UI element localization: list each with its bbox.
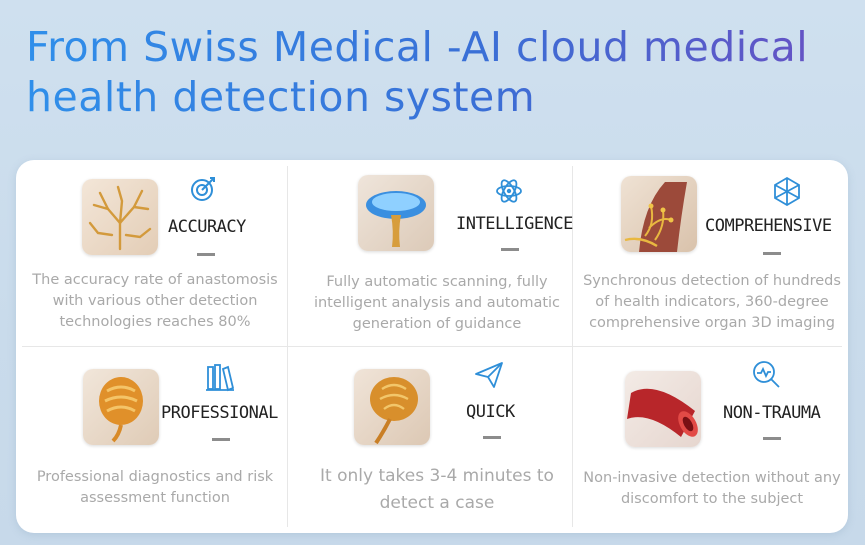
label-underline (501, 248, 519, 251)
target-icon (188, 174, 218, 204)
feature-quick: QUICK It only takes 3-4 minutes to detec… (298, 347, 575, 533)
feature-label: ACCURACY (168, 217, 246, 237)
feature-description: It only takes 3-4 minutes to detect a ca… (320, 466, 554, 513)
label-underline (212, 438, 230, 441)
feature-accuracy: ACCURACY The accuracy rate of anastomosi… (16, 160, 293, 346)
label-underline (763, 437, 781, 440)
blood-vessel-image (625, 371, 701, 447)
gland-image (354, 369, 430, 445)
books-icon (205, 362, 235, 392)
feature-description: The accuracy rate of anastomosis with va… (32, 272, 278, 330)
feature-description: Professional diagnostics and risk assess… (36, 469, 274, 506)
root-vessels-image (82, 179, 158, 255)
paper-plane-icon (474, 360, 504, 390)
feature-non-trauma: NON-TRAUMA Non-invasive detection withou… (573, 347, 848, 533)
feature-comprehensive: COMPREHENSIVE Synchronous detection of h… (573, 160, 848, 346)
page-title: From Swiss Medical -AI cloud medical hea… (26, 22, 856, 122)
label-underline (197, 253, 215, 256)
intestine-image (83, 369, 159, 445)
feature-professional: PROFESSIONAL Professional diagnostics an… (16, 347, 293, 533)
magnifier-wave-icon (751, 359, 781, 389)
row-divider (22, 346, 842, 347)
label-underline (763, 252, 781, 255)
feature-label: QUICK (466, 402, 515, 422)
feature-label: INTELLIGENCE (456, 214, 573, 234)
feature-description: Non-invasive detection without any disco… (583, 470, 841, 507)
organ-tissue-image (621, 176, 697, 252)
feature-intelligence: INTELLIGENCE Fully automatic scanning, f… (298, 160, 575, 346)
feature-description: Fully automatic scanning, fully intellig… (313, 274, 561, 332)
cube-network-icon (772, 176, 802, 206)
feature-label: PROFESSIONAL (161, 403, 278, 423)
feature-description: Synchronous detection of hundreds of hea… (583, 273, 841, 331)
features-card: ACCURACY The accuracy rate of anastomosi… (16, 160, 848, 533)
label-underline (483, 436, 501, 439)
gallbladder-image (358, 175, 434, 251)
feature-label: COMPREHENSIVE (705, 216, 832, 236)
feature-label: NON-TRAUMA (723, 403, 821, 423)
atom-icon (494, 176, 524, 206)
